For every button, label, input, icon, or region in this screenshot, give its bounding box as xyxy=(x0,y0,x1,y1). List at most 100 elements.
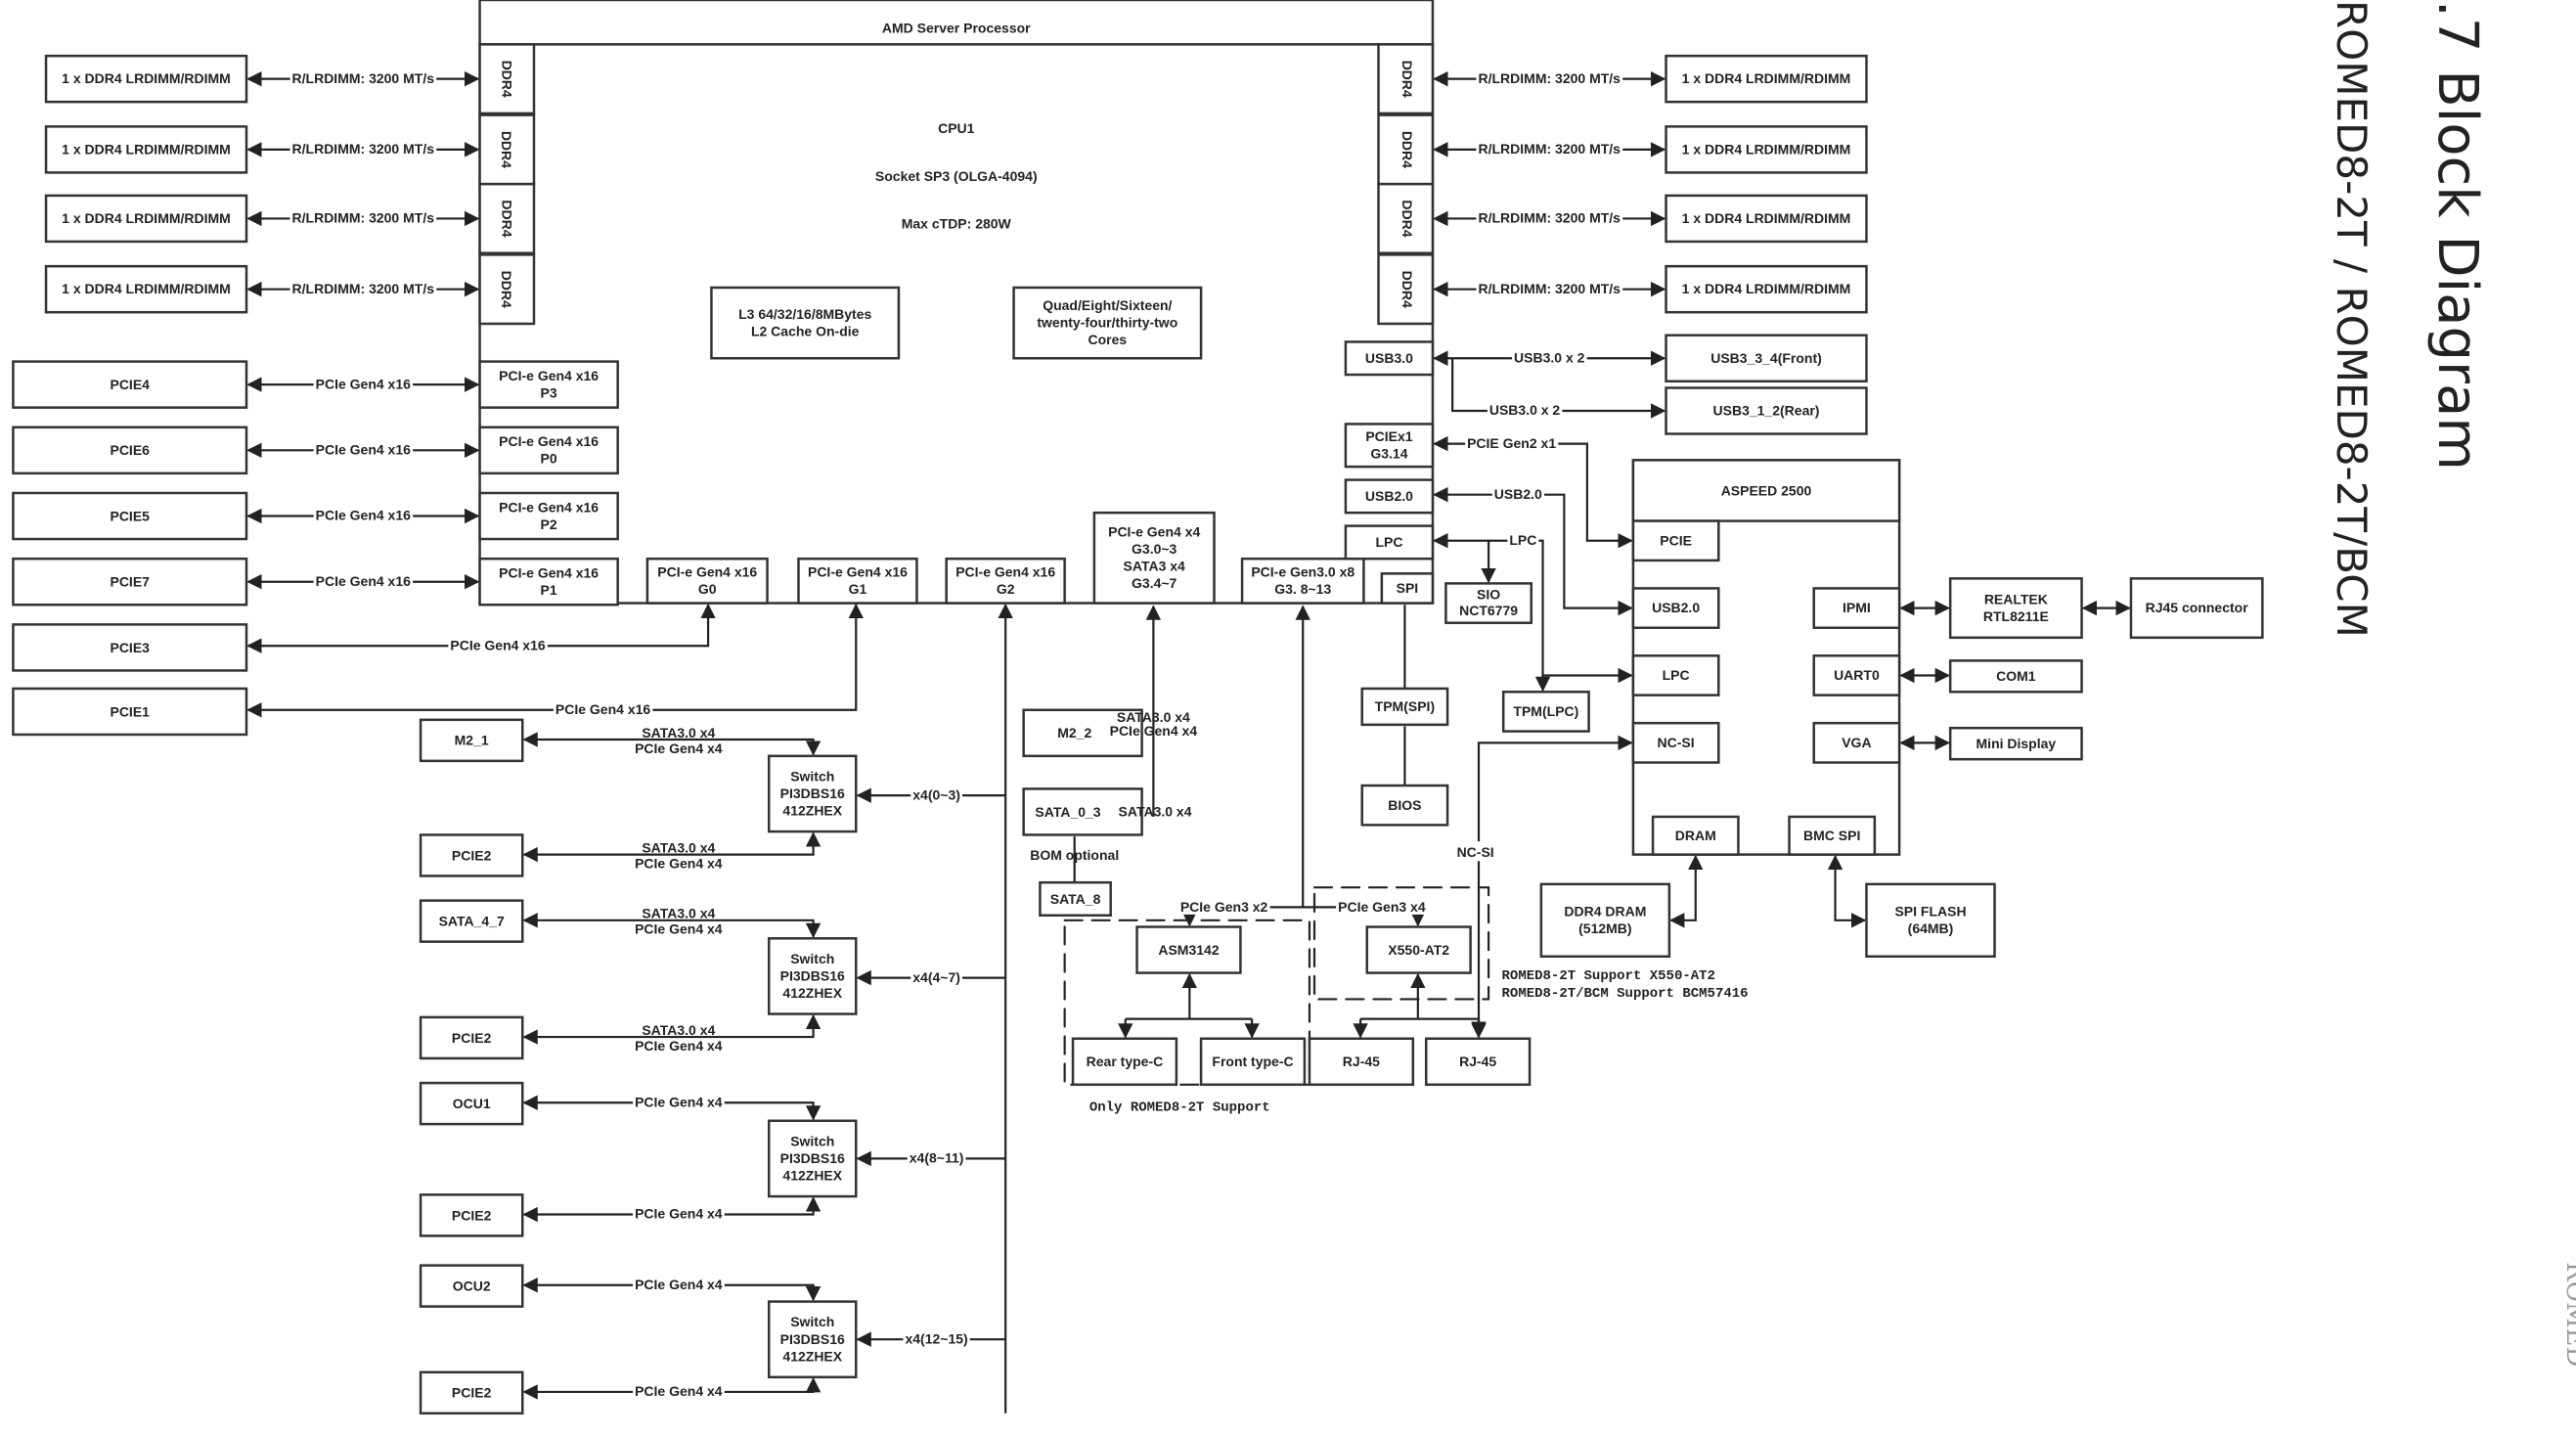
dimm-link-left-label-bg xyxy=(289,280,437,296)
cpu-name: CPU1 xyxy=(938,120,975,136)
rear-typec-box xyxy=(1071,1037,1178,1087)
cpu-port-p1 xyxy=(478,557,619,606)
pcie-slot-pcie6 xyxy=(12,426,248,475)
x550-link-label: PCIe Gen3 x4 xyxy=(1338,899,1426,915)
dimm-link-right-label-bg xyxy=(1476,280,1623,296)
usb-front-box xyxy=(1665,334,1868,383)
usb3-rear-label: USB3.0 x 2 xyxy=(1489,402,1561,418)
asm3142-box-label: ASM3142 xyxy=(1158,942,1219,958)
dimm-link-right-label: R/LRDIMM: 3200 MT/s xyxy=(1479,210,1621,226)
bmc-ncsi-port-label: NC-SI xyxy=(1658,735,1695,750)
cpu-port-g1 xyxy=(797,557,918,605)
switch-target-top-3-label: OCU2 xyxy=(453,1279,491,1294)
bmc-ncsi-port xyxy=(1631,721,1720,764)
switch-target-top-2-label: OCU1 xyxy=(453,1096,491,1111)
cpu-socket: Socket SP3 (OLGA-4094) xyxy=(875,168,1038,184)
dimm-left-1 xyxy=(44,125,248,174)
dimm-link-left-label-bg xyxy=(289,141,437,157)
dimm-right-2 xyxy=(1665,194,1868,244)
switch-bottom-link xyxy=(522,831,822,863)
bmc-ipmi-port xyxy=(1812,587,1901,630)
ddr-port-right-label: DDR4 xyxy=(1399,131,1415,168)
spi-flash-box-label: SPI FLASH(64MB) xyxy=(1894,904,1966,937)
section-title: .7 Block Diagram xyxy=(2425,0,2489,471)
ddr-port-right-label: DDR4 xyxy=(1399,271,1415,308)
dimm-link-right-label-bg xyxy=(1476,69,1623,86)
pcie-link-label-bg xyxy=(313,507,414,523)
switch-target-bottom-1 xyxy=(419,1015,524,1060)
ddr-port-left-3 xyxy=(478,253,536,326)
cpu-port-g3b xyxy=(1240,557,1365,605)
cpu-tdp: Max cTDP: 280W xyxy=(902,216,1012,232)
pcie-slot-pcie7-label: PCIE7 xyxy=(110,574,150,590)
pcie-slot-pcie7 xyxy=(12,557,248,606)
cpu-port-usb2 xyxy=(1344,478,1435,515)
switch-chip-3 xyxy=(767,1300,858,1379)
bios-box-label: BIOS xyxy=(1388,797,1421,813)
usb3-front-label-bg xyxy=(1512,349,1587,366)
spi-flash-box xyxy=(1865,882,1996,959)
pcie-slot-pcie3-label: PCIE3 xyxy=(110,640,150,655)
ddr-port-right-label: DDR4 xyxy=(1399,61,1415,98)
usb-rear-box-label: USB3_1_2(Rear) xyxy=(1713,403,1820,419)
bmc-spi-port xyxy=(1788,815,1877,856)
ddr4-dram-box-label: DDR4 DRAM(512MB) xyxy=(1564,904,1646,937)
switch-lane-label: x4(0~3) xyxy=(912,786,960,802)
dimm-right-3 xyxy=(1665,264,1868,314)
cpu-port-g0 xyxy=(645,557,769,605)
rj45-connector-box-label: RJ45 connector xyxy=(2146,600,2249,615)
switch-target-bottom-3-label: PCIE2 xyxy=(452,1385,492,1401)
dimm-link-right-label: R/LRDIMM: 3200 MT/s xyxy=(1479,70,1621,86)
dimm-right-2-label: 1 x DDR4 LRDIMM/RDIMM xyxy=(1682,210,1851,226)
pcie-slot-pcie1-label: PCIE1 xyxy=(110,703,150,719)
x550-link-label-bg xyxy=(1336,898,1428,915)
dimm-right-3-label: 1 x DDR4 LRDIMM/RDIMM xyxy=(1682,281,1851,296)
dimm-right-0 xyxy=(1665,54,1868,104)
dimm-link-right-label: R/LRDIMM: 3200 MT/s xyxy=(1479,281,1621,296)
sata-0-3-link-label: SATA3.0 x4 xyxy=(1119,803,1192,819)
sata-8-box xyxy=(1039,880,1112,918)
only-2t-note: Only ROMED8-2T Support xyxy=(1089,1099,1270,1115)
cpu-port-g3 xyxy=(1092,511,1216,605)
mini-display-box-label: Mini Display xyxy=(1976,736,2057,751)
front-typec-box-label: Front type-C xyxy=(1212,1054,1293,1069)
asm3142-box xyxy=(1135,925,1242,974)
pcie-link-label: PCIe Gen4 x16 xyxy=(316,442,411,458)
x550-box-label: X550-AT2 xyxy=(1388,942,1449,958)
switch-bottom-link-label-bg xyxy=(633,1383,725,1400)
switch-target-bottom-2 xyxy=(419,1193,524,1237)
switch-chip-2 xyxy=(767,1119,858,1198)
dimm-link-left-label: R/LRDIMM: 3200 MT/s xyxy=(292,70,435,86)
rj45-b-box xyxy=(1424,1037,1532,1087)
dimm-left-0-label: 1 x DDR4 LRDIMM/RDIMM xyxy=(62,70,231,86)
pcie-slot-pcie5-label: PCIE5 xyxy=(110,508,150,523)
switch-bottom-link xyxy=(522,1376,822,1400)
bmc-vga-port-label: VGA xyxy=(1842,735,1871,750)
dimm-link-right-label-bg xyxy=(1476,209,1623,226)
pcie-link-label: PCIe Gen4 x16 xyxy=(316,376,411,391)
usb3-front-label: USB3.0 x 2 xyxy=(1514,349,1585,365)
tpm-spi-box xyxy=(1360,687,1449,727)
pciex1-link-label-bg xyxy=(1465,434,1559,451)
ddr-port-right-2 xyxy=(1377,182,1435,254)
ddr-port-left-2 xyxy=(478,182,536,254)
com1-box xyxy=(1948,659,2083,694)
bios-box xyxy=(1360,784,1449,827)
ncsi-link xyxy=(1477,735,1633,842)
dimm-right-0-label: 1 x DDR4 LRDIMM/RDIMM xyxy=(1682,70,1851,86)
pcie-slot-pcie3 xyxy=(12,623,248,672)
switch-top-link-label: PCIe Gen4 x4 xyxy=(635,1094,723,1109)
switch-lane-label-bg xyxy=(907,1149,966,1166)
ddr4-dram-box xyxy=(1539,882,1671,959)
